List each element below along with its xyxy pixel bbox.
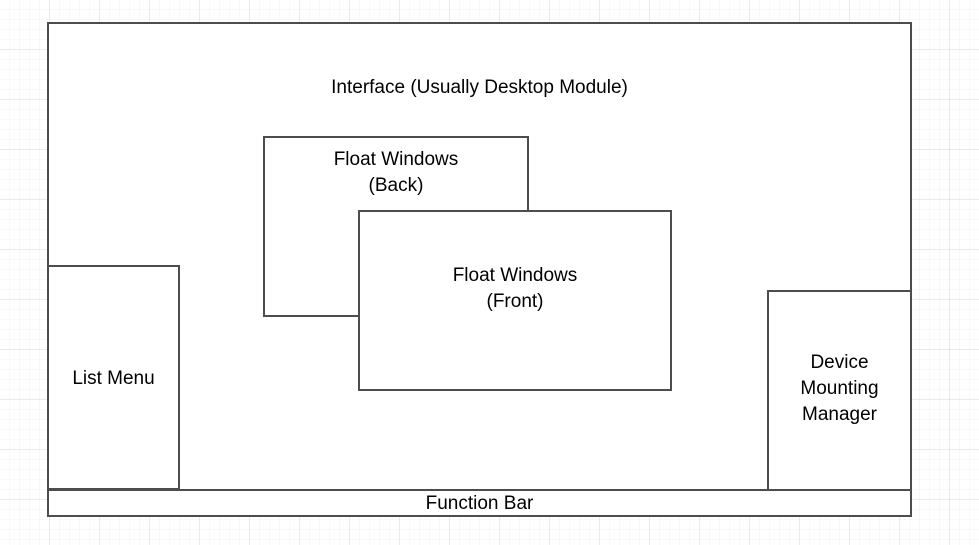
list-menu-box[interactable]: List Menu [47, 265, 180, 490]
float-window-front-box[interactable]: Float Windows (Front) [358, 210, 672, 391]
device-mounting-manager-label: Device Mounting Manager [800, 352, 879, 425]
list-menu-label: List Menu [72, 368, 155, 389]
float-window-front-label: Float Windows (Front) [452, 265, 578, 312]
function-bar-label: Function Bar [425, 493, 534, 514]
interface-container-label: Interface (Usually Desktop Module) [331, 77, 628, 98]
float-window-back-label: Float Windows (Back) [333, 149, 459, 196]
device-mounting-manager-box[interactable]: Device Mounting Manager [767, 290, 912, 492]
function-bar-box[interactable]: Function Bar [47, 489, 912, 517]
